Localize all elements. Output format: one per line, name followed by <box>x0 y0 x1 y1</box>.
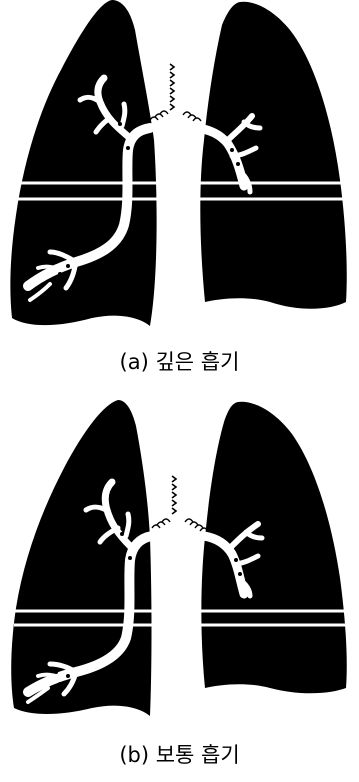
lung-diagram-normal <box>0 398 359 728</box>
caption-normal-inspiration: (b) 보통 흡기 <box>0 739 359 769</box>
trachea <box>172 476 176 514</box>
deep-inspiration-panel <box>0 0 359 330</box>
right-lung <box>200 2 346 309</box>
caption-deep-inspiration: (a) 깊은 흡기 <box>0 346 359 376</box>
trachea <box>170 64 174 110</box>
lung-diagram-deep <box>0 0 359 330</box>
normal-inspiration-panel <box>0 398 359 728</box>
bronchus-rings <box>150 111 201 121</box>
bronchus-rings <box>152 519 208 531</box>
